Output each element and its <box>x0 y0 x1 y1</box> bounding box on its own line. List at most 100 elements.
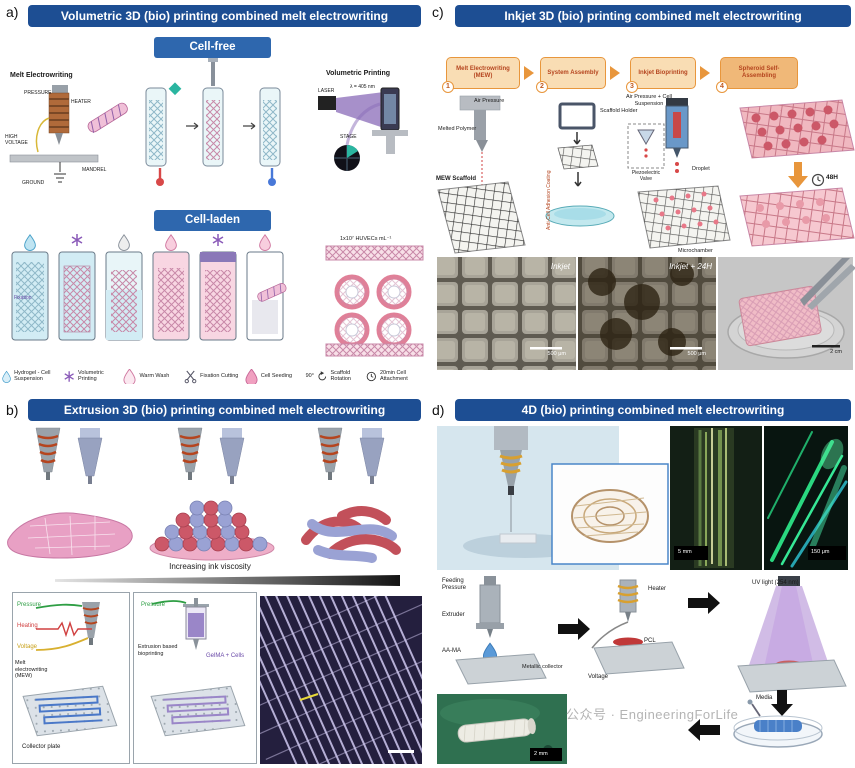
heating-label: Heating <box>17 623 38 629</box>
step-3-number: 3 <box>626 81 638 93</box>
step-4-box: Spheroid Self-Assembling 4 <box>716 57 798 93</box>
step-2-title: System Assembly <box>547 69 599 76</box>
panel-b-label: b) <box>6 402 19 418</box>
legend-label: Scaffold Rotation <box>330 369 351 382</box>
pressure-label: Pressure <box>17 602 42 608</box>
panel-c: c) Inkjet 3D (bio) printing combined mel… <box>430 0 855 397</box>
heater-label: HEATER <box>71 99 91 105</box>
48h-label: 48H <box>826 174 838 181</box>
step-1-title: Melt Electrowriting (MEW) <box>456 66 510 79</box>
scale-bar-label: 500 μm <box>547 351 566 357</box>
asterisk-icon <box>64 370 74 382</box>
panel-a-legend: Hydrogel - Cell Suspension Volumetric Pr… <box>2 357 425 395</box>
photo-caption-inkjet-24h: Inkjet + 24H <box>669 262 712 271</box>
scaffold-holder-label: Scaffold Holder <box>600 108 638 114</box>
inkjet-printhead-schematic <box>627 98 731 249</box>
mew-device <box>9 85 128 183</box>
melted-polymer-label: Melted Polymer <box>438 126 477 132</box>
panel-a-label: a) <box>6 4 19 20</box>
micrograph-photos <box>437 257 855 370</box>
legend-label: Warm Wash <box>139 372 170 379</box>
step-3-box: Inkjet Bioprinting 3 <box>626 57 696 93</box>
panel-a-title: Volumetric 3D (bio) printing combined me… <box>28 5 421 27</box>
viscosity-gradient-label: Increasing ink viscosity <box>169 562 251 571</box>
droplet-icon <box>245 368 258 384</box>
scale-bar-label: 150 μm <box>811 549 830 555</box>
droplet-label: Droplet <box>692 166 710 172</box>
ground-label: GROUND <box>22 180 45 186</box>
step-2-box: System Assembly 2 <box>536 57 606 93</box>
gelma-cells-label: GelMA + Cells <box>206 653 245 659</box>
viscosity-gradient-bar <box>55 575 400 586</box>
legend-item-rotation: 90° Scaffold Rotation <box>306 369 365 384</box>
panel-b-title: Extrusion 3D (bio) printing combined mel… <box>28 399 421 421</box>
microchamber-label: Microchamber <box>678 248 713 254</box>
panel-c-label: c) <box>432 4 444 20</box>
volumetric-printer <box>318 87 408 171</box>
panel-a-illustration <box>9 56 424 357</box>
dual-nozzle-group-2 <box>149 427 275 561</box>
panel-d: d) 4D (bio) printing combined melt elect… <box>430 398 855 768</box>
panel-d-title: 4D (bio) printing combined melt electrow… <box>455 399 851 421</box>
fluorescence-photo-1 <box>670 426 762 570</box>
mandrel-label: MANDREL <box>82 167 107 173</box>
panel-c-illustration <box>437 95 855 370</box>
fixation-label: Fixation <box>14 295 32 301</box>
rolled-tube-photo <box>437 694 567 764</box>
pressure-label: PRESSURE <box>24 90 52 96</box>
legend-item-fixation-cutting: Fixation Cutting <box>184 369 243 384</box>
watermark: 公众号 · EngineeringForLife <box>566 707 739 722</box>
mew-heater-schematic <box>591 579 720 675</box>
volumetric-printing-title: Volumetric Printing <box>326 70 391 77</box>
step-arrow-icon <box>524 66 534 80</box>
mew-scaffold-label: MEW Scaffold <box>436 176 476 182</box>
legend-label: Hydrogel - Cell Suspension <box>14 369 51 382</box>
extrusion-name-label: Extrusion based bioprinting <box>138 644 178 657</box>
cell-free-heading: Cell-free <box>154 37 271 58</box>
scissors-icon <box>184 370 197 383</box>
media-label: Media <box>756 695 773 701</box>
scale-bar-label: 500 μm <box>687 351 706 357</box>
extruder-schematic <box>455 576 590 685</box>
step-3-title: Inkjet Bioprinting <box>638 69 688 76</box>
dual-nozzle-group-1 <box>7 427 133 559</box>
droplet-icon <box>123 368 136 384</box>
pcl-label: PCL <box>644 638 656 644</box>
anti-cell-adhesion-coating-label: Anti-Cell Adhesion Coating <box>546 170 552 230</box>
photo-caption-inkjet: Inkjet <box>550 262 570 271</box>
panel-c-title: Inkjet 3D (bio) printing combined melt e… <box>455 5 851 27</box>
mesh-micrograph-photo <box>260 596 422 764</box>
cellladen-sequence <box>11 234 287 341</box>
heater-label: Heater <box>648 586 667 592</box>
droplet-icon <box>2 370 11 383</box>
piezoelectric-valve-label: Piezoelectric Valve <box>631 170 661 182</box>
voltage-label: Voltage <box>17 644 38 650</box>
cell-laden-heading: Cell-laden <box>154 210 271 231</box>
legend-item-volumetric: Volumetric Printing <box>63 369 122 384</box>
uv-light-label: UV light (254 nm) <box>752 580 799 586</box>
step-arrow-icon <box>700 66 710 80</box>
rotation-angle: 90° <box>305 372 314 379</box>
legend-label: Cell Seeding <box>260 372 293 379</box>
pressure-label: Pressure <box>141 602 166 608</box>
mew-title: Melt Electrowriting <box>10 72 73 79</box>
mew-box-schematic <box>22 602 118 737</box>
fluorescence-photo-2 <box>764 426 848 570</box>
step-arrow-icon <box>610 66 620 80</box>
metallic-collector-label: Metallic collector <box>522 664 563 670</box>
mew-printer-schematic <box>437 95 526 254</box>
voltage-label: Voltage <box>588 674 609 680</box>
panel-d-illustration <box>437 426 848 764</box>
extrusion-box-schematic <box>150 598 246 737</box>
legend-label: 20min Cell Attachment <box>379 369 408 382</box>
extrusion-schematic-box <box>133 592 257 764</box>
mew-name-label: Melt electrowriting (MEW) <box>15 660 48 680</box>
spheroid-meshes <box>739 99 855 247</box>
stage-label: STAGE <box>340 134 357 140</box>
rotate-arrow-icon <box>318 370 327 380</box>
step-1-number: 1 <box>442 81 454 93</box>
high-voltage-label: HIGH VOLTAGE <box>5 134 28 146</box>
rolled-scaffold-inset <box>551 463 669 565</box>
step-1-box: Melt Electrowriting (MEW) 1 <box>442 57 520 93</box>
